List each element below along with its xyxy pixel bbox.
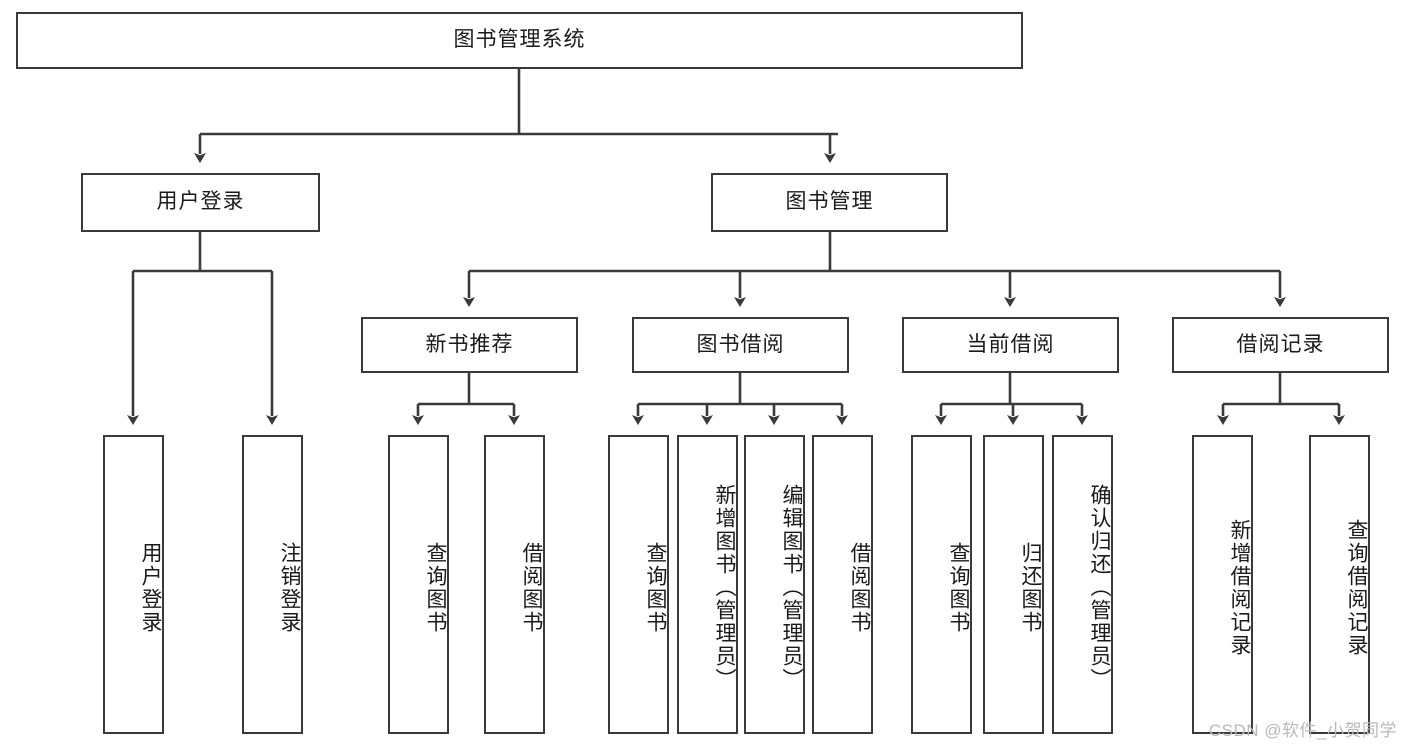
node-root-label: 图书管理系统 <box>453 28 586 52</box>
node-current-borrow[interactable]: 当前借阅 <box>902 317 1119 373</box>
node-current-borrow-label: 当前借阅 <box>966 332 1055 356</box>
leaf-edit-book-label: 编辑图书（管理员） <box>780 484 803 691</box>
leaf-query-book-2[interactable]: 查询图书 <box>608 435 669 734</box>
node-book-borrow-label: 图书借阅 <box>696 332 785 356</box>
leaf-query-book-1-label: 查询图书 <box>424 541 447 634</box>
leaf-query-book-3-label: 查询图书 <box>947 541 970 634</box>
leaf-add-record-label: 新增借阅记录 <box>1228 518 1251 657</box>
leaf-borrow-book-2-label: 借阅图书 <box>848 541 871 634</box>
leaf-add-book-label: 新增图书（管理员） <box>713 484 736 691</box>
node-book-borrow[interactable]: 图书借阅 <box>632 317 849 373</box>
leaf-logout-label: 注销登录 <box>278 541 301 634</box>
leaf-query-record-label: 查询借阅记录 <box>1345 518 1368 657</box>
node-user-login-label: 用户登录 <box>156 190 245 214</box>
leaf-confirm-return[interactable]: 确认归还（管理员） <box>1052 435 1113 734</box>
node-book-manage-label: 图书管理 <box>785 190 874 214</box>
node-user-login[interactable]: 用户登录 <box>81 173 320 232</box>
leaf-query-book-2-label: 查询图书 <box>644 541 667 634</box>
node-new-book-rec[interactable]: 新书推荐 <box>361 317 578 373</box>
leaf-confirm-return-label: 确认归还（管理员） <box>1088 484 1111 691</box>
leaf-return-book[interactable]: 归还图书 <box>983 435 1044 734</box>
node-book-manage[interactable]: 图书管理 <box>711 173 948 232</box>
leaf-user-login-label: 用户登录 <box>139 541 162 634</box>
leaf-add-book[interactable]: 新增图书（管理员） <box>677 435 738 734</box>
leaf-borrow-book-1-label: 借阅图书 <box>520 541 543 634</box>
leaf-user-login[interactable]: 用户登录 <box>103 435 164 734</box>
leaf-borrow-book-1[interactable]: 借阅图书 <box>484 435 545 734</box>
node-root[interactable]: 图书管理系统 <box>16 12 1023 69</box>
leaf-query-book-3[interactable]: 查询图书 <box>911 435 972 734</box>
leaf-logout[interactable]: 注销登录 <box>242 435 303 734</box>
leaf-add-record[interactable]: 新增借阅记录 <box>1192 435 1253 734</box>
node-borrow-record-label: 借阅记录 <box>1236 332 1325 356</box>
leaf-borrow-book-2[interactable]: 借阅图书 <box>812 435 873 734</box>
node-new-book-rec-label: 新书推荐 <box>425 332 514 356</box>
csdn-watermark: CSDN @软件_小贺同学 <box>1208 721 1397 740</box>
leaf-query-record[interactable]: 查询借阅记录 <box>1309 435 1370 734</box>
node-borrow-record[interactable]: 借阅记录 <box>1172 317 1389 373</box>
leaf-edit-book[interactable]: 编辑图书（管理员） <box>744 435 805 734</box>
leaf-query-book-1[interactable]: 查询图书 <box>388 435 449 734</box>
leaf-return-book-label: 归还图书 <box>1019 541 1042 634</box>
